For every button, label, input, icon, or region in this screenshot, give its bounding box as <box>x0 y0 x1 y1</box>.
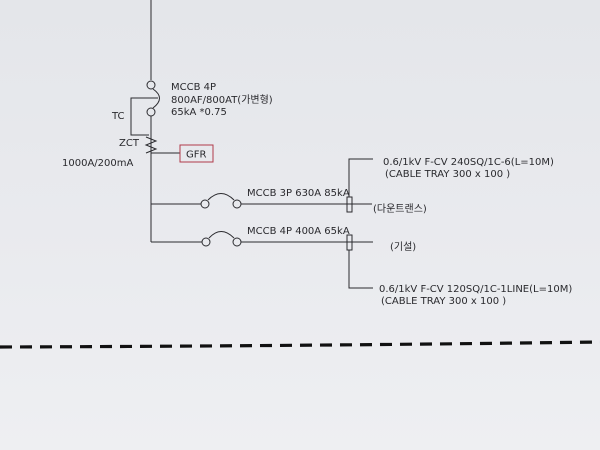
branch-2-tray: (CABLE TRAY 300 x 100 ) <box>381 296 506 307</box>
tc-label: TC <box>111 111 125 122</box>
branch-2: MCCB 4P 400A 65kA (기설) 0.6/1kV F-CV 120S… <box>151 226 572 307</box>
branch-2-breaker-label: MCCB 4P 400A 65kA <box>247 226 350 237</box>
branch-1-breaker-label: MCCB 3P 630A 85kA <box>247 188 350 199</box>
branch-1-load: (다운트랜스) <box>373 203 427 215</box>
trip-coil-loop <box>130 97 158 136</box>
branch-2-leader <box>348 250 373 289</box>
boundary-dashed-line <box>0 340 600 349</box>
zct-rating: 1000A/200mA <box>62 158 133 169</box>
branch-1: MCCB 3P 630A 85kA (다운트랜스) 0.6/1kV F-CV 2… <box>151 157 554 215</box>
branch-2-breaker-symbol <box>208 231 235 239</box>
main-breaker-line2: 800AF/800AT(가변형) <box>171 94 273 106</box>
gfr-label: GFR <box>186 150 207 161</box>
branch-1-leader <box>348 158 373 197</box>
branch-2-load: (기설) <box>390 241 416 253</box>
branch-1-tray: (CABLE TRAY 300 x 100 ) <box>385 169 510 180</box>
gfr-box <box>179 144 214 163</box>
main-breaker-line1: MCCB 4P <box>171 82 216 93</box>
branch-1-cable: 0.6/1kV F-CV 240SQ/1C-6(L=10M) <box>383 157 554 168</box>
zct-coil-icon <box>144 136 158 154</box>
main-breaker-line3: 65kA *0.75 <box>171 107 227 118</box>
zct-label: ZCT <box>119 138 140 149</box>
branch-2-cable: 0.6/1kV F-CV 120SQ/1C-1LINE(L=10M) <box>379 284 572 295</box>
branch-1-breaker-symbol <box>207 193 235 201</box>
